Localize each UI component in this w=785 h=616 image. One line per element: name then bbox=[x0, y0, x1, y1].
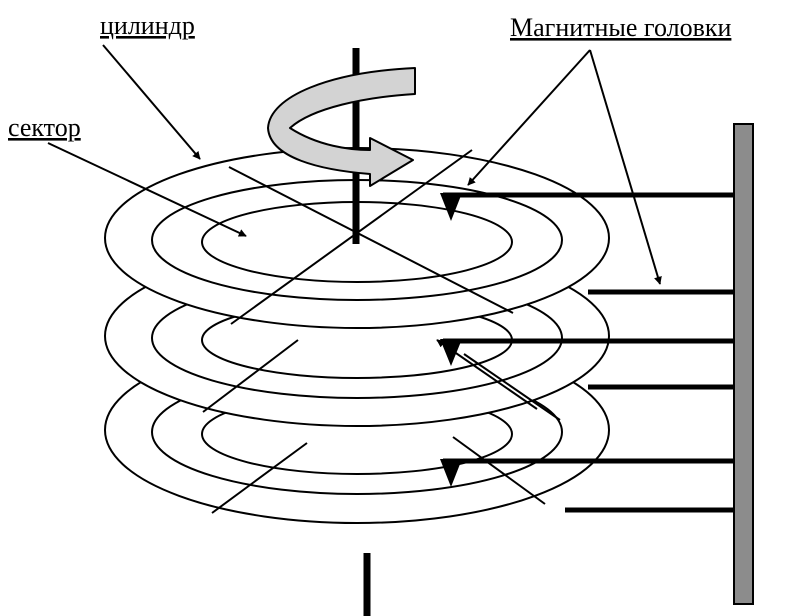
heads-label: Магнитные головки bbox=[510, 13, 731, 42]
head-tip-1 bbox=[440, 193, 462, 221]
cylinder-label: цилиндр bbox=[100, 11, 195, 40]
cylinder-pointer bbox=[102, 44, 201, 160]
heads-pointer-2 bbox=[589, 49, 662, 285]
platter-3-sector-lines bbox=[211, 436, 546, 514]
sector-line-pointer bbox=[436, 339, 538, 410]
platter-2-sector-lines bbox=[202, 339, 561, 421]
head-tip-5 bbox=[440, 459, 462, 487]
rotation-arrow bbox=[267, 67, 416, 187]
annotation-pointers bbox=[47, 44, 662, 410]
platter-1-sector-lines bbox=[228, 149, 514, 325]
actuator-bar bbox=[733, 123, 754, 605]
sector-label: сектор bbox=[8, 113, 81, 142]
heads-pointer-1 bbox=[467, 49, 591, 186]
sector-pointer bbox=[47, 142, 247, 237]
